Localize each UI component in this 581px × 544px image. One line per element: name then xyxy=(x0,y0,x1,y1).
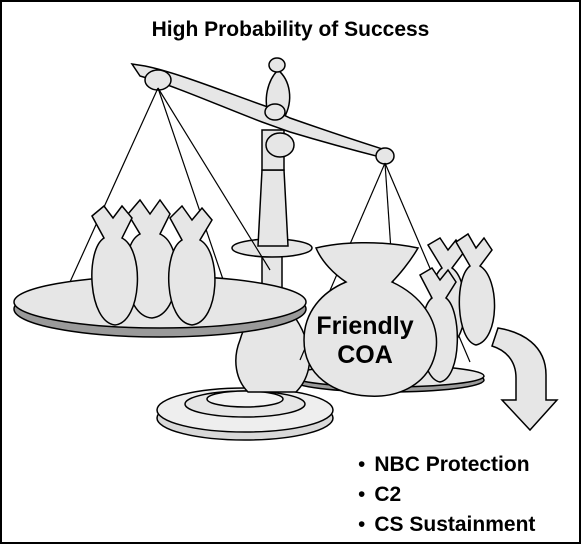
factor-label: C2 xyxy=(374,483,402,506)
factor-item: •NBC Protection xyxy=(358,453,530,476)
factor-item: •CS Sustainment xyxy=(358,513,536,536)
factor-list: •NBC Protection •C2 •CS Sustainment xyxy=(358,450,535,540)
factor-label: CS Sustainment xyxy=(374,513,536,536)
factor-item: •C2 xyxy=(358,483,402,506)
bag-label-line1: Friendly xyxy=(316,312,414,340)
bag-label-line2: COA xyxy=(337,341,393,369)
factor-label: NBC Protection xyxy=(374,453,530,476)
left-bags xyxy=(91,198,216,326)
scale-base xyxy=(156,387,334,441)
scale-beam xyxy=(130,62,395,165)
figure-title: High Probability of Success xyxy=(151,18,430,41)
friendly-coa-bag xyxy=(303,241,438,397)
curved-arrow xyxy=(491,327,559,432)
